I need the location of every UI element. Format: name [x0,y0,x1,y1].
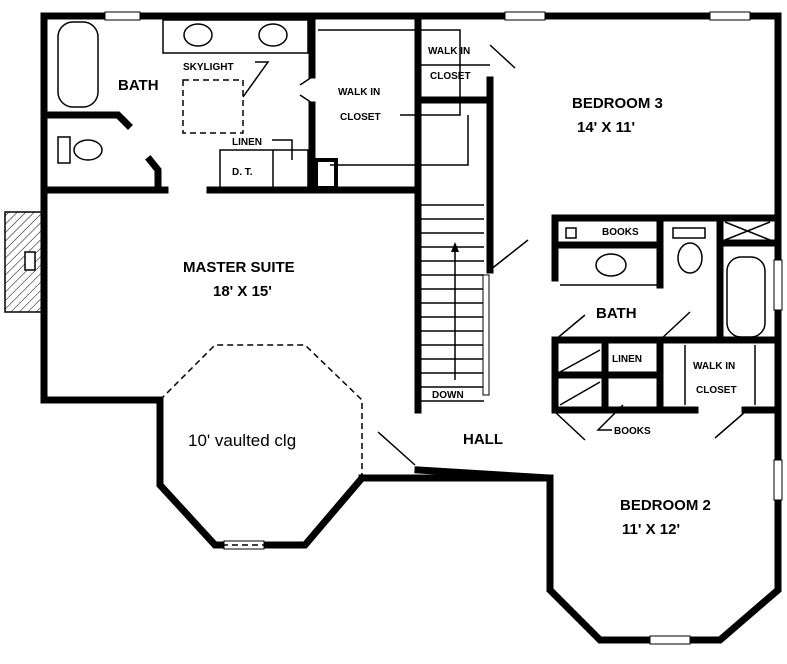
label-skylight: SKYLIGHT [183,62,234,73]
label-dt: D. T. [232,167,253,178]
label-hall: HALL [463,431,503,448]
interior-walls [40,12,779,414]
label-down: DOWN [432,390,464,401]
label-walk-in-bed2-2: CLOSET [696,385,737,396]
label-bedroom2: BEDROOM 2 [620,497,711,514]
label-bath-master: BATH [118,77,159,94]
exterior-walls [40,12,782,644]
label-bedroom3-size: 14' X 11' [577,119,635,136]
label-linen-shared: LINEN [612,354,642,365]
label-books-bottom: BOOKS [614,426,651,437]
label-bedroom2-size: 11' X 12' [622,521,680,538]
skylight-outline [182,79,244,134]
vaulted-ceiling-outline [159,344,363,546]
door-swings [299,44,746,466]
label-bedroom3: BEDROOM 3 [572,95,663,112]
label-bath-shared: BATH [596,305,637,322]
stairs [421,204,484,402]
label-master-suite: MASTER SUITE [183,259,295,276]
label-vaulted: 10' vaulted clg [188,431,296,450]
label-walk-in-master-2: CLOSET [340,112,381,123]
fireplace [4,211,45,313]
label-walk-in-top-2: CLOSET [430,71,471,82]
label-linen-master: LINEN [232,137,262,148]
label-books-top: BOOKS [602,227,639,238]
windows [104,11,783,645]
label-walk-in-top-1: WALK IN [428,46,470,57]
label-master-size: 18' X 15' [213,283,272,300]
label-walk-in-master-1: WALK IN [338,87,380,98]
fixtures [57,19,771,406]
label-walk-in-bed2-1: WALK IN [693,361,735,372]
